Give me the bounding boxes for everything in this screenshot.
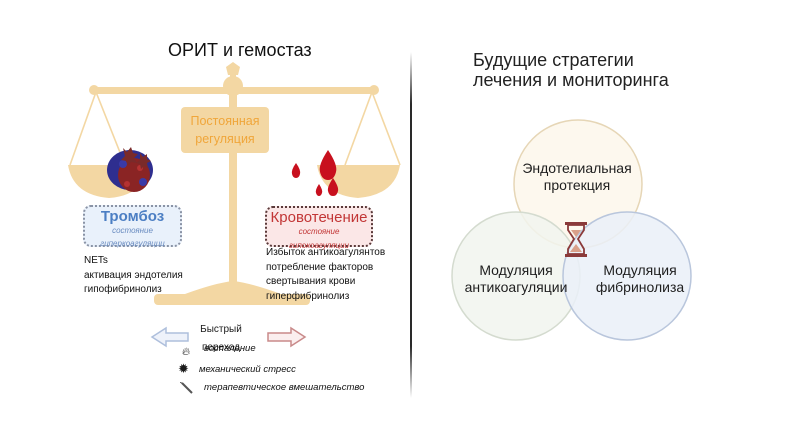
thrombosis-state-box: Тромбоз состояние гиперкоагуляции (83, 205, 182, 248)
scale-pivot (223, 76, 243, 96)
trigger-label: терапевтическое вмешательство (204, 382, 365, 393)
panel-divider (410, 52, 412, 398)
thrombosis-title: Тромбоз (100, 208, 165, 225)
trigger-label: воспаление (204, 343, 256, 354)
arrow-left-icon (150, 326, 189, 348)
list-item: активация эндотелия (84, 269, 183, 281)
scale-pillar (229, 92, 237, 282)
switch-line-1: Быстрый (200, 324, 242, 335)
list-item: Избыток антикоагулянтов (266, 247, 386, 258)
venn-label-line: Модуляция (479, 262, 553, 278)
venn-label-line: антикоагуляции (464, 279, 568, 295)
venn-label-line: фибринолиза (595, 279, 685, 295)
rapid-switch-label: Быстрый переход (196, 321, 246, 357)
bleeding-subtitle-1: состояние (298, 227, 340, 236)
blood-clot-icon (107, 147, 153, 192)
balance-scale-illustration (68, 62, 401, 348)
thrombosis-subtitle-2: гиперкоагуляции (100, 239, 165, 248)
bleeding-subtitle-2: гипокоагуляции (288, 241, 350, 250)
thrombosis-subtitle-1: состояние (112, 226, 153, 235)
thrombosis-factors-list: NETs активация эндотелия гипофибринолиз (84, 254, 183, 298)
regulation-line-1: Постоянная (190, 114, 260, 128)
right-panel-title: Будущие стратегии лечения и мониторинга (473, 50, 669, 90)
list-item: потребление факторов (266, 261, 374, 273)
hourglass-icon (565, 222, 587, 257)
left-panel-title: ОРИТ и гемостаз (168, 40, 312, 60)
right-title-line-2: лечения и мониторинга (473, 70, 669, 90)
switch-line-2: переход (202, 342, 240, 353)
bleeding-state-box: Кровотечение состояние гипокоагуляции (265, 206, 373, 250)
constant-regulation-box: Постоянная регуляция (181, 107, 269, 153)
list-item: гипофибринолиз (84, 284, 162, 295)
list-item: NETs (84, 255, 108, 266)
venn-label-line: Эндотелиальная (522, 160, 632, 176)
scale-base (185, 281, 281, 294)
bleeding-title: Кровотечение (270, 209, 368, 226)
list-item: свертывания крови (266, 276, 356, 287)
regulation-line-2: регуляция (195, 132, 255, 146)
flame-icon: 🔥︎ (182, 346, 191, 358)
bleeding-factors-list: Избыток антикоагулянтов потребление факт… (266, 246, 385, 304)
blood-drops-icon (291, 150, 339, 196)
venn-label-line: Модуляция (603, 262, 677, 278)
right-title-line-1: Будущие стратегии (473, 50, 634, 70)
venn-diagram (451, 119, 692, 341)
list-item: гиперфибринолиз (266, 290, 350, 302)
syringe-icon (180, 382, 193, 394)
venn-label-anticoagulation: Модуляция антикоагуляции (450, 262, 582, 296)
venn-label-line: протекция (543, 177, 611, 193)
venn-label-fibrinolysis: Модуляция фибринолиза (590, 262, 690, 296)
arrow-right-icon (267, 326, 307, 348)
burst-icon: ✹ (178, 361, 189, 376)
scale-finial (226, 62, 240, 75)
venn-label-endothelial: Эндотелиальная протекция (500, 160, 654, 194)
trigger-label: механический стресс (199, 364, 296, 375)
venn-circle-fibrinolysis (562, 211, 692, 341)
